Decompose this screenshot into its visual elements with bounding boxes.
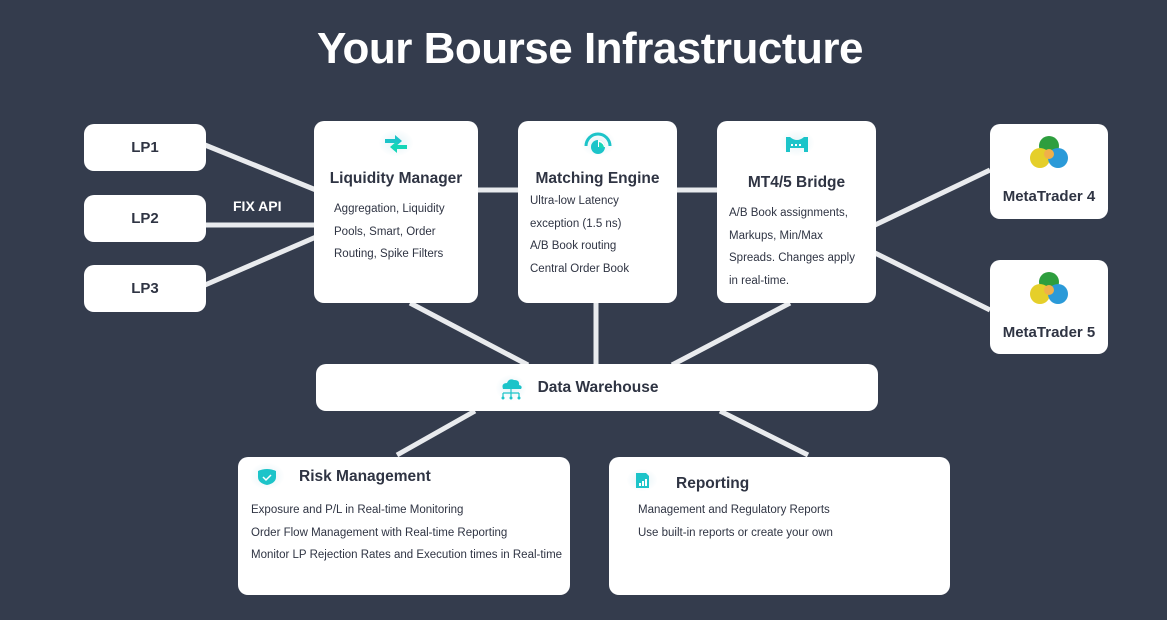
desc-line: A/B Book routing <box>530 240 617 252</box>
reporting-description: Management and Regulatory Reports Use bu… <box>638 499 833 544</box>
desc-line: Routing, Spike Filters <box>334 248 444 260</box>
lp3-box[interactable]: LP3 <box>84 265 206 312</box>
desc-line: Central Order Book <box>530 262 630 275</box>
shield-check-icon <box>250 463 284 489</box>
arrows-exchange-icon <box>379 130 413 156</box>
page-title: Your Bourse Infrastructure <box>316 24 864 73</box>
desc-line: Markups, Min/Max <box>729 229 823 242</box>
desc-line: Ultra-low Latency <box>530 195 619 207</box>
desc-line: exception (1.5 ns) <box>530 217 622 230</box>
connector-lm-dw <box>408 300 530 368</box>
report-chart-icon <box>627 469 657 491</box>
data-warehouse-title: Data Warehouse <box>537 378 659 396</box>
bridge-card[interactable]: MT4/5 Bridge A/B Book assignments, Marku… <box>717 121 876 303</box>
matching-engine-title: Matching Engine <box>535 170 660 187</box>
lp2-box[interactable]: LP2 <box>84 195 206 242</box>
lp1-label: LP1 <box>131 139 159 156</box>
liquidity-manager-title: Liquidity Manager <box>329 170 463 187</box>
connector-lp1 <box>204 142 317 193</box>
bridge-description: A/B Book assignments, Markups, Min/Max S… <box>729 202 876 292</box>
desc-line: Exposure and P/L in Real-time Monitoring <box>251 504 464 516</box>
speedometer-icon <box>580 130 615 156</box>
desc-line: Spreads. Changes apply <box>729 252 855 264</box>
connector-bridge-dw <box>670 300 792 368</box>
risk-management-title: Risk Management <box>299 468 431 485</box>
desc-line: Monitor LP Rejection Rates and Execution… <box>251 549 563 561</box>
desc-line: A/B Book assignments, <box>729 207 848 219</box>
metatrader-4-label: MetaTrader 4 <box>1002 188 1096 205</box>
metatrader-5-card[interactable]: MetaTrader 5 <box>990 260 1108 354</box>
bridge-title: MT4/5 Bridge <box>747 174 846 191</box>
desc-line: Management and Regulatory Reports <box>638 504 830 516</box>
cloud-network-icon <box>495 374 526 401</box>
reporting-card[interactable]: Reporting Management and Regulatory Repo… <box>609 457 950 595</box>
connector-lp3 <box>204 234 317 288</box>
risk-management-description: Exposure and P/L in Real-time Monitoring… <box>251 499 562 567</box>
liquidity-manager-card[interactable]: Liquidity Manager Aggregation, Liquidity… <box>314 121 478 303</box>
desc-line: Pools, Smart, Order <box>334 225 436 238</box>
connector-dw-reporting <box>718 408 810 458</box>
connector-bridge-mt5 <box>873 250 992 313</box>
metatrader-4-card[interactable]: MetaTrader 4 <box>990 124 1108 219</box>
desc-line: Aggregation, Liquidity <box>334 203 445 215</box>
fix-api-label: FIX API <box>233 198 282 214</box>
desc-line: in real-time. <box>729 274 790 287</box>
metatrader-logo-icon <box>1030 136 1068 168</box>
risk-management-card[interactable]: Risk Management Exposure and P/L in Real… <box>238 457 570 595</box>
reporting-title: Reporting <box>676 475 750 492</box>
metatrader-5-label: MetaTrader 5 <box>1002 324 1096 341</box>
data-warehouse-card[interactable]: Data Warehouse <box>316 364 878 411</box>
desc-line: Order Flow Management with Real-time Rep… <box>251 526 508 539</box>
bridge-icon <box>779 130 814 156</box>
liquidity-manager-description: Aggregation, Liquidity Pools, Smart, Ord… <box>334 198 478 266</box>
matching-engine-description: Ultra-low Latency exception (1.5 ns) A/B… <box>530 190 677 280</box>
metatrader-logo-icon <box>1030 272 1068 304</box>
connector-bridge-mt4 <box>873 167 992 228</box>
desc-line: Use built-in reports or create your own <box>638 526 833 539</box>
connector-dw-risk <box>395 408 477 458</box>
lp1-box[interactable]: LP1 <box>84 124 206 171</box>
matching-engine-card[interactable]: Matching Engine Ultra-low Latency except… <box>518 121 677 303</box>
lp3-label: LP3 <box>131 280 159 297</box>
lp2-label: LP2 <box>131 210 159 227</box>
